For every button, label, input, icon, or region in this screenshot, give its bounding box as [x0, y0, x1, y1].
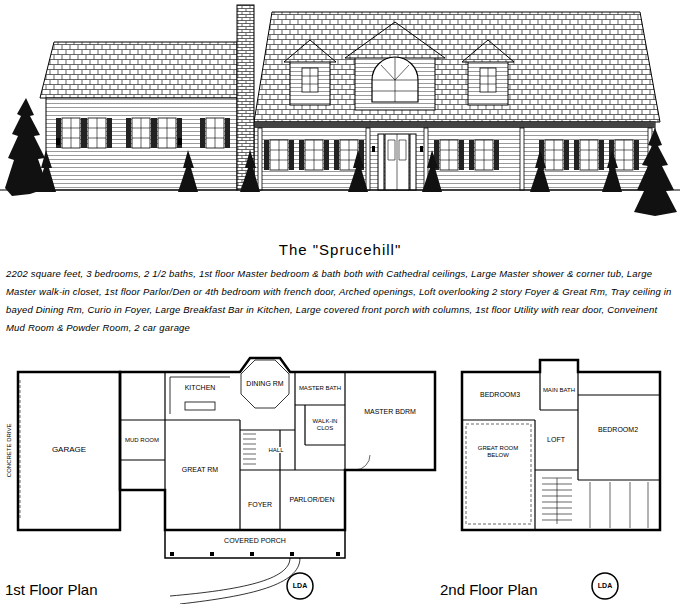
- room-label-box: BEDROOM3: [479, 391, 521, 399]
- lda-logo: [287, 573, 618, 599]
- center-gable: [345, 22, 445, 110]
- room-name: FOYER: [248, 501, 272, 509]
- title-text: The "Sprucehill": [279, 241, 402, 258]
- room-name: GREAT RM: [182, 466, 218, 474]
- porch-columns: [258, 128, 652, 190]
- room-label-box: KITCHEN: [184, 384, 217, 392]
- room-label-box: MUD ROOM: [124, 437, 160, 444]
- room-name: KITCHEN: [185, 384, 216, 392]
- ground-line: [0, 189, 680, 190]
- room-name: DINING RM: [246, 380, 283, 388]
- logo-text: LDA: [597, 582, 613, 590]
- plan-title: 1st Floor Plan: [5, 582, 98, 599]
- room-name: MUD ROOM: [125, 437, 159, 444]
- caption-text: 2202 square feet, 3 bedrooms, 2 1/2 bath…: [6, 268, 672, 333]
- room-label-box: GARAGE: [51, 446, 87, 455]
- room-label-box: PARLOR/DEN: [289, 496, 336, 504]
- room-label-box: HALL: [267, 447, 284, 454]
- room-name: GARAGE: [52, 446, 86, 455]
- room-name: LOFT: [547, 436, 565, 444]
- room-label-box: WALK-IN CLOS: [306, 418, 344, 431]
- room-name: MASTER BATH: [299, 385, 341, 392]
- logo-text: LDA: [292, 582, 308, 590]
- windows: [56, 118, 639, 170]
- room-name: BEDROOM3: [480, 391, 520, 399]
- room-label-box: COVERED PORCH: [223, 537, 287, 545]
- elevation: [0, 5, 680, 216]
- front-door: [378, 134, 416, 190]
- first-floor-plan: [18, 358, 435, 604]
- room-name: WALK-IN CLOS: [307, 418, 343, 431]
- room-label-box: BEDROOM2: [597, 426, 639, 434]
- caption: 2202 square feet, 3 bedrooms, 2 1/2 bath…: [6, 263, 674, 335]
- room-label-box: GREAT ROOM BELOW: [467, 445, 529, 458]
- lamps: [56, 138, 423, 152]
- trees: [5, 98, 677, 216]
- room-label-box: MASTER BDRM: [363, 408, 417, 416]
- room-label-box: LOFT: [546, 436, 566, 444]
- room-name: BEDROOM2: [598, 426, 638, 434]
- room-name: MASTER BDRM: [364, 408, 416, 416]
- dormer: [462, 40, 514, 105]
- dormer: [284, 40, 336, 105]
- room-name: GREAT ROOM BELOW: [468, 445, 528, 458]
- room-label-box: MASTER BATH: [298, 385, 342, 392]
- room-name: MAIN BATH: [543, 387, 575, 394]
- room-label-box: MAIN BATH: [542, 387, 576, 394]
- drive-label: CONCRETE DRIVE: [6, 422, 13, 478]
- room-label-box: GREAT RM: [181, 466, 219, 474]
- room-label-box: FOYER: [247, 501, 273, 509]
- room-name: HALL: [268, 447, 283, 454]
- second-floor-plan: [462, 360, 660, 530]
- title: The "Sprucehill": [0, 241, 680, 259]
- room-name: COVERED PORCH: [224, 537, 286, 545]
- room-name: PARLOR/DEN: [290, 496, 335, 504]
- room-label-box: DINING RM: [245, 380, 284, 388]
- plan-title: 2nd Floor Plan: [440, 582, 538, 599]
